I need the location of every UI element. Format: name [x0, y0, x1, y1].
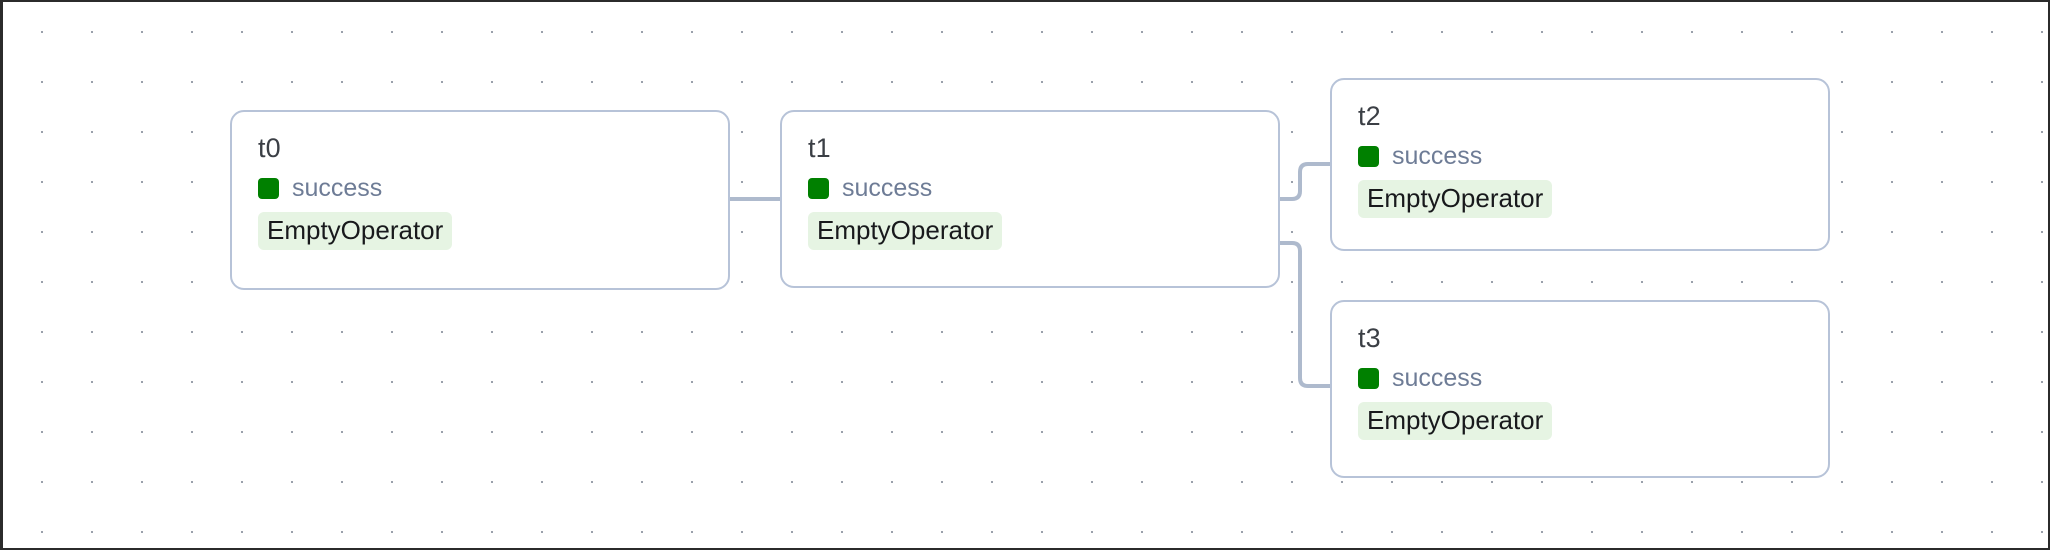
status-success-icon — [1358, 146, 1379, 168]
task-id-label: t1 — [808, 133, 831, 163]
operator-badge: EmptyOperator — [1358, 180, 1553, 219]
status-success-icon — [1358, 368, 1379, 390]
task-node-t3[interactable]: t3 success EmptyOperator — [1330, 300, 1830, 478]
task-status-row: success — [1358, 366, 1802, 391]
task-id-label: t2 — [1358, 101, 1381, 131]
task-status-label: success — [292, 174, 383, 203]
task-status-row: success — [258, 176, 702, 201]
status-success-icon — [258, 178, 279, 200]
task-status-row: success — [1358, 144, 1802, 169]
task-status-label: success — [842, 174, 933, 203]
task-status-row: success — [808, 176, 1252, 201]
operator-badge: EmptyOperator — [258, 212, 453, 251]
task-node-t2[interactable]: t2 success EmptyOperator — [1330, 78, 1830, 251]
operator-badge: EmptyOperator — [808, 212, 1003, 251]
edge-t1-t2 — [1280, 162, 1330, 201]
task-status-label: success — [1392, 364, 1483, 393]
task-id-label: t0 — [258, 133, 281, 163]
operator-badge: EmptyOperator — [1358, 402, 1553, 441]
edge-t1-t3 — [1280, 241, 1330, 388]
task-node-t1[interactable]: t1 success EmptyOperator — [780, 110, 1280, 288]
task-node-t0[interactable]: t0 success EmptyOperator — [230, 110, 730, 290]
task-id-label: t3 — [1358, 323, 1381, 353]
status-success-icon — [808, 178, 829, 200]
task-status-label: success — [1392, 142, 1483, 171]
